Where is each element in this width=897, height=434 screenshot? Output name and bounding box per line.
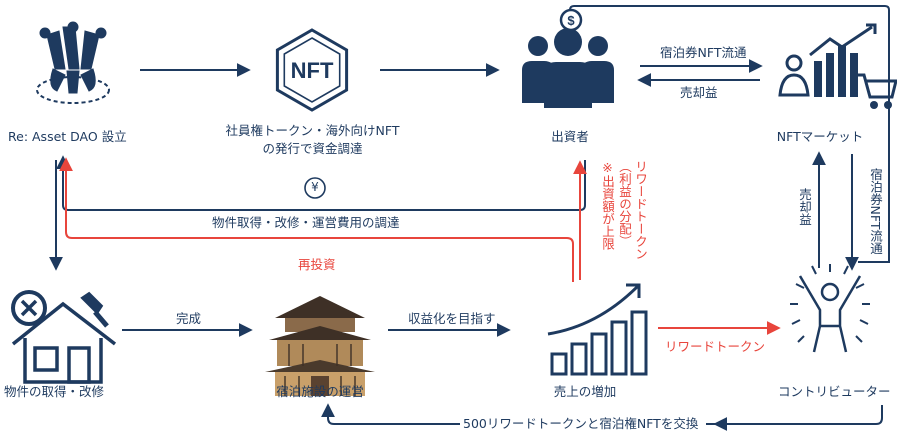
yen-circle bbox=[304, 177, 326, 199]
yen-symbol: ¥ bbox=[311, 180, 319, 194]
nft-flow-side-label: 宿泊券NFT流通 bbox=[868, 168, 883, 255]
contributor-person-icon bbox=[790, 264, 870, 353]
monetize-label: 収益化を目指す bbox=[408, 311, 496, 326]
reward-token-vertical-label: リワードトークン bbox=[633, 160, 648, 260]
nft-flow-top-label: 宿泊券NFT流通 bbox=[660, 45, 747, 60]
arrow-investor-funding bbox=[56, 155, 586, 211]
community-hands-icon bbox=[36, 21, 110, 104]
nft-badge-icon: NFT bbox=[275, 28, 349, 112]
svg-text:$: $ bbox=[567, 13, 575, 28]
reward-token-horizontal-label: リワードトークン bbox=[665, 339, 766, 354]
svg-text:NFT: NFT bbox=[291, 58, 334, 83]
exchange-label: 500リワードトークンと宿泊権NFTを交換 bbox=[463, 416, 699, 431]
sales-label: 売上の増加 bbox=[553, 384, 617, 399]
sale-profit-top-label: 売却益 bbox=[680, 85, 718, 100]
nft-label-line2: の発行で資金調達 bbox=[262, 141, 363, 156]
cap-note-label: ※出資額が上限 bbox=[600, 160, 615, 250]
property-label: 物件の取得・改修 bbox=[4, 384, 105, 399]
investor-group-icon: $ bbox=[522, 8, 614, 108]
investor-label: 出資者 bbox=[551, 129, 589, 144]
contributor-label: コントリビューター bbox=[778, 384, 891, 399]
growth-chart-icon bbox=[547, 283, 648, 376]
market-cart-icon bbox=[778, 23, 897, 109]
line-investor-top-loop bbox=[569, 5, 890, 263]
market-label: NFTマーケット bbox=[776, 129, 864, 144]
arrow-reinvest bbox=[59, 157, 574, 282]
complete-label: 完成 bbox=[176, 311, 202, 326]
japanese-inn-icon bbox=[265, 296, 375, 396]
dao-label: Re: Asset DAO 設立 bbox=[8, 129, 127, 144]
profit-share-label: （利益の分配） bbox=[617, 160, 632, 248]
inn-label: 宿泊施設の運営 bbox=[276, 384, 364, 399]
sale-profit-side-label: 売却益 bbox=[797, 188, 812, 226]
house-repair-icon bbox=[11, 290, 117, 384]
reinvest-label: 再投資 bbox=[298, 257, 336, 272]
nft-label-line1: 社員権トークン・海外向けNFT bbox=[225, 123, 400, 138]
funding-label: 物件取得・改修・運営費用の調達 bbox=[212, 215, 400, 230]
